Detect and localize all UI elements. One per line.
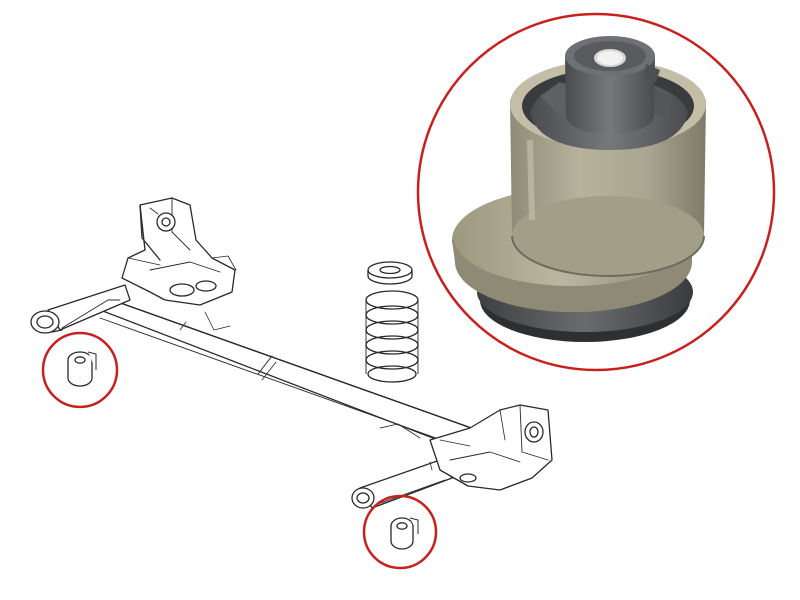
- rear-axle-beam: [30, 197, 553, 509]
- bushing-right: [390, 517, 419, 550]
- highlight-circle-right: [362, 494, 438, 570]
- bushing-closeup-photo: [418, 14, 774, 370]
- bushing-left: [67, 351, 97, 387]
- highlight-circle-left: [41, 331, 119, 409]
- highlight-circle-photo: [416, 12, 776, 372]
- coil-spring: [365, 261, 419, 383]
